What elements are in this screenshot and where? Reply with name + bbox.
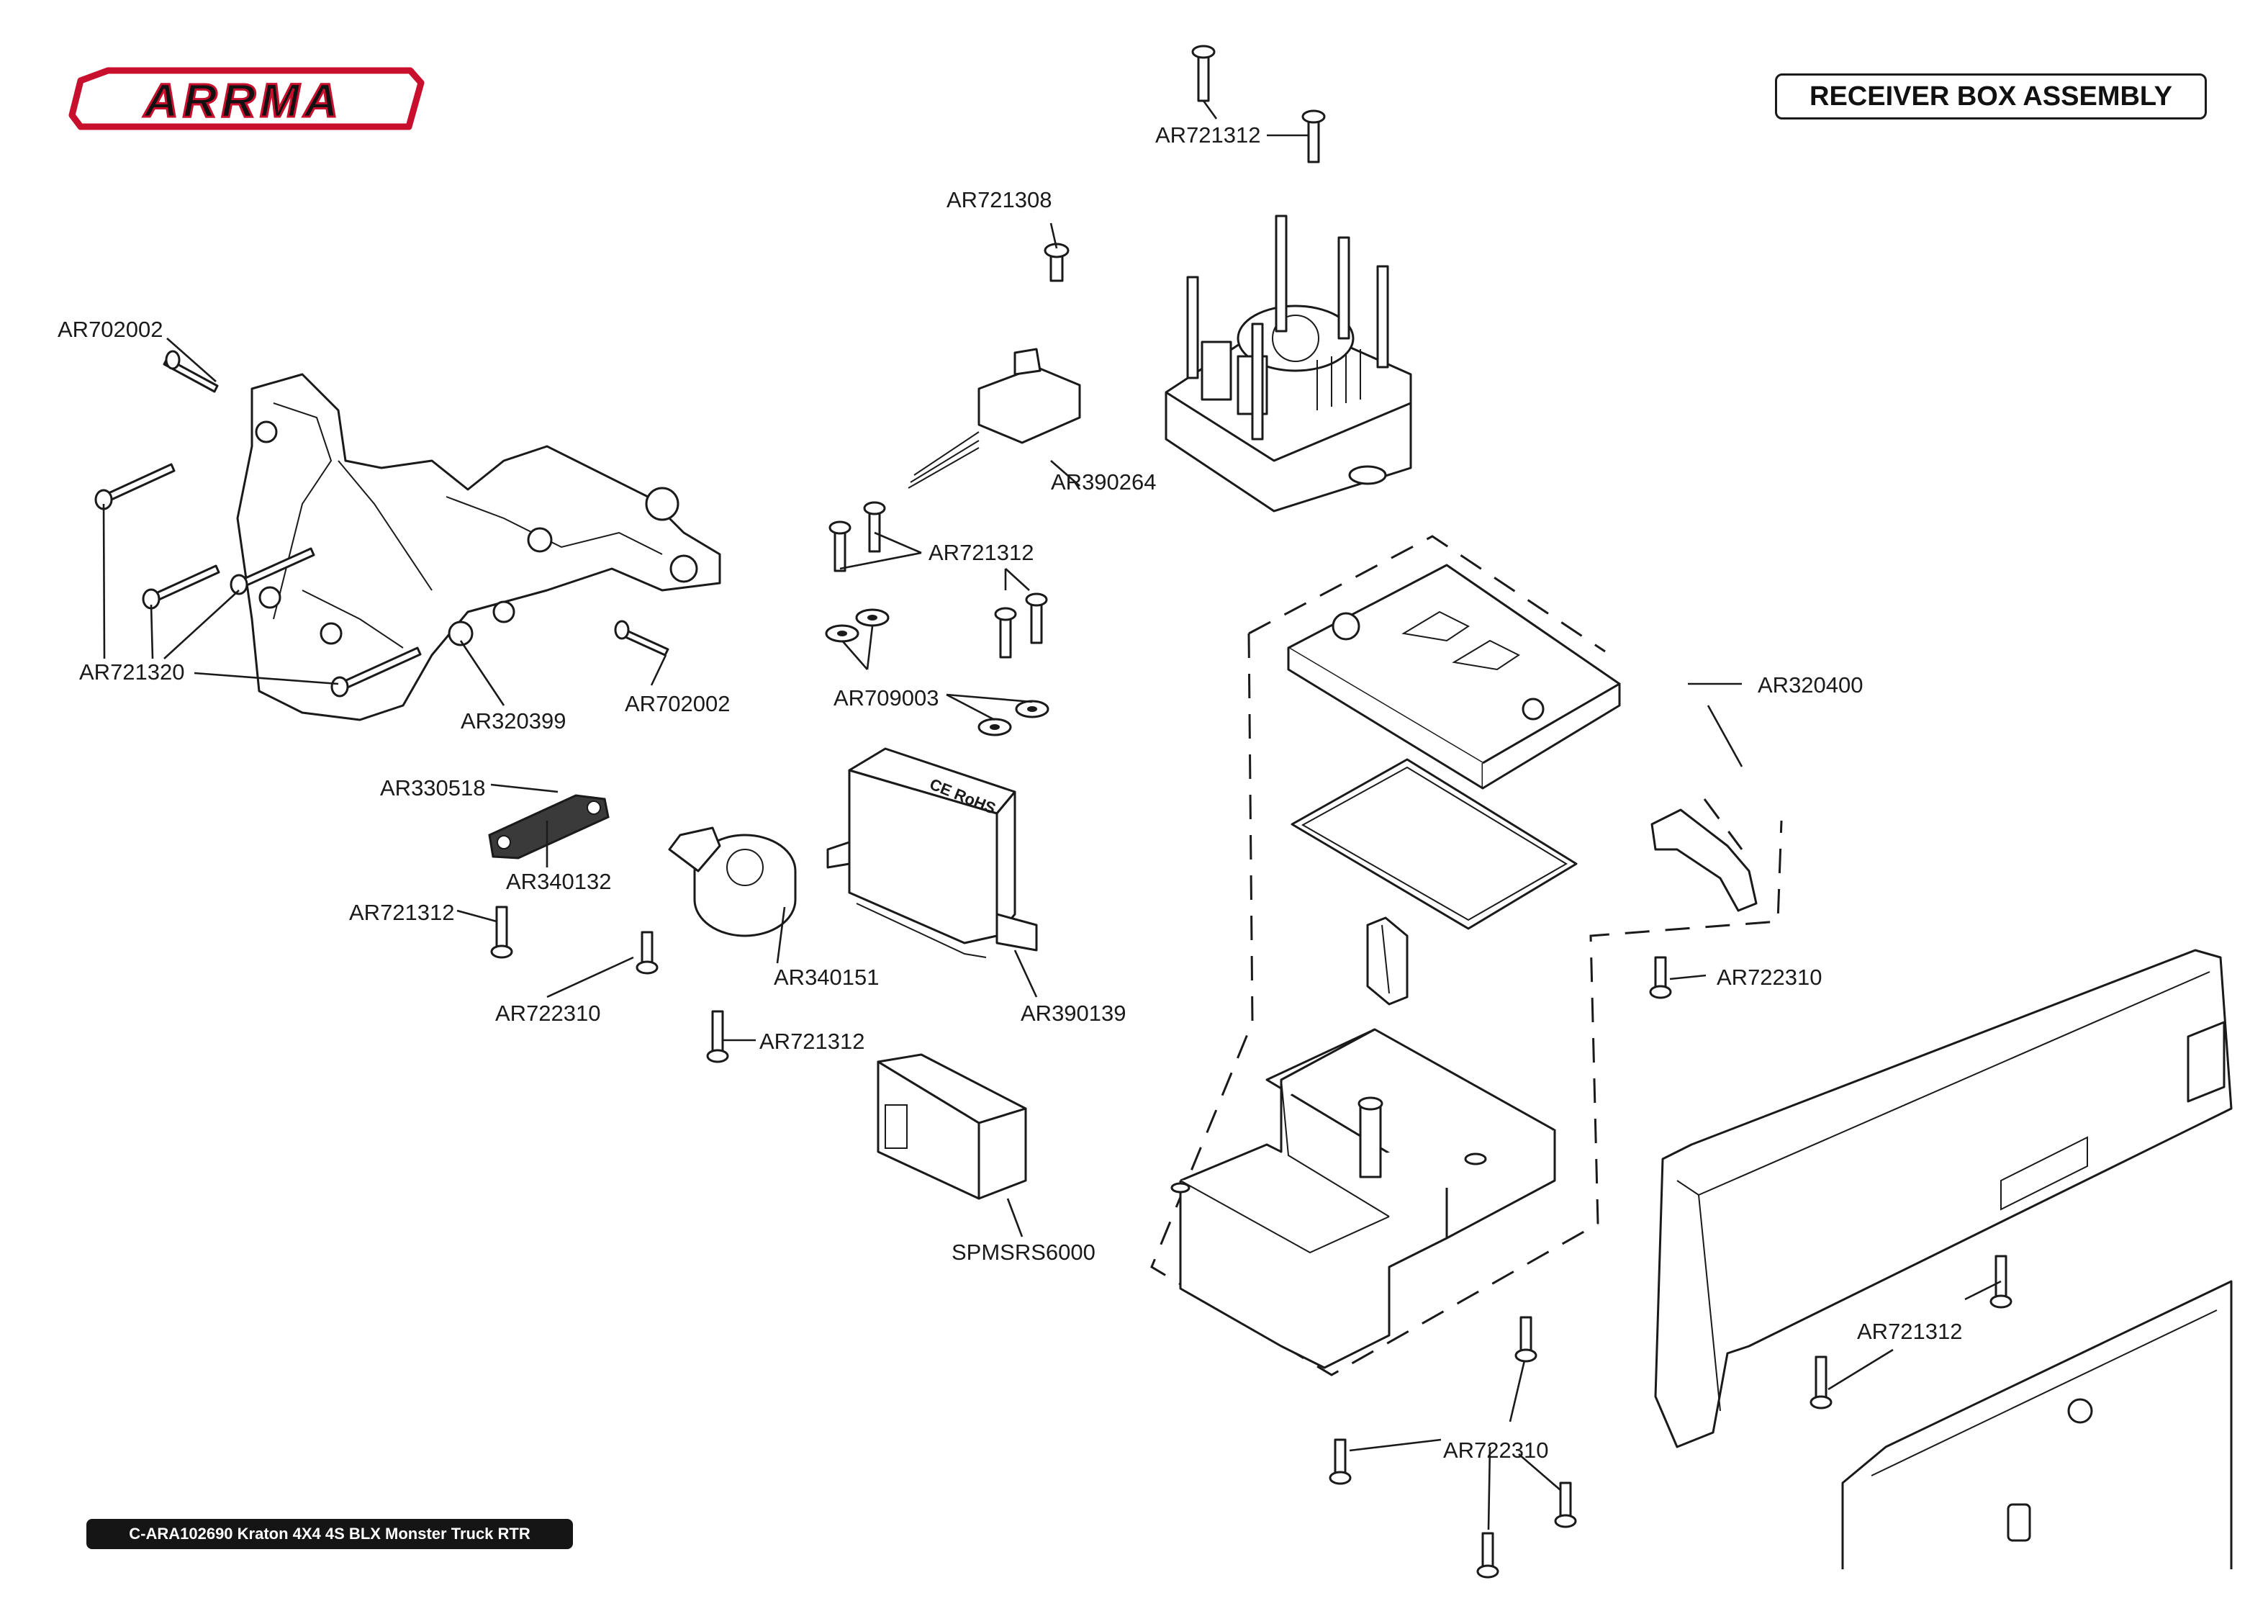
- screws-ar721312-chassis: [1810, 1255, 2012, 1409]
- servo-horn-arm: [488, 794, 610, 860]
- receiver-box-latch: [1650, 808, 1758, 912]
- chassis-plate-part: [1654, 949, 2233, 1569]
- part-label: AR721320: [79, 659, 185, 685]
- page-title: RECEIVER BOX ASSEMBLY: [1775, 73, 2207, 119]
- arrma-logo: ARRMA: [68, 67, 425, 130]
- antenna-clip-part: [1366, 916, 1409, 1006]
- part-label: AR390139: [1021, 1001, 1126, 1026]
- part-label: AR702002: [58, 317, 163, 342]
- screw-ar721312-mid: [706, 1010, 729, 1063]
- part-label: AR722310: [1443, 1438, 1549, 1463]
- screw-ar721320-4: [330, 646, 422, 698]
- screw-ar721312-left: [490, 906, 513, 959]
- receiver-box-lid: [1287, 564, 1621, 790]
- part-label: AR709003: [833, 685, 939, 710]
- part-label: AR721312: [1857, 1319, 1963, 1344]
- part-label: AR390264: [1051, 469, 1157, 495]
- screw-ar702002-right: [614, 620, 669, 657]
- part-label: AR722310: [1717, 965, 1822, 990]
- assembly-boundary: [1150, 535, 1783, 1376]
- part-label: AR340132: [506, 869, 612, 894]
- receiver-box-gasket: [1291, 758, 1578, 930]
- servo-part: CE RoHS: [826, 747, 1038, 958]
- part-label: AR320400: [1758, 672, 1863, 698]
- screws-ar721312-cluster: [828, 501, 1048, 659]
- part-label: AR721312: [929, 540, 1034, 565]
- screw-ar721320-1: [94, 463, 176, 510]
- receiver-box-body: [1170, 1028, 1556, 1369]
- part-label: AR702002: [625, 691, 731, 716]
- footer-caption: C-ARA102690 Kraton 4X4 4S BLX Monster Tr…: [86, 1519, 573, 1549]
- part-label: AR721312: [759, 1029, 865, 1054]
- screw-ar722310-right: [1649, 956, 1672, 999]
- part-label: AR722310: [495, 1001, 601, 1026]
- servo-mount-part: [236, 373, 721, 721]
- leader-lines: [102, 100, 2002, 1530]
- part-label: AR320399: [461, 708, 566, 734]
- part-label: AR721312: [349, 900, 455, 925]
- receiver-part: [877, 1053, 1027, 1200]
- logo-wordmark: ARRMA: [143, 73, 343, 127]
- part-label: AR721312: [1155, 122, 1261, 148]
- servo-saver-part: [668, 826, 797, 937]
- part-label: AR330518: [380, 775, 486, 800]
- part-labels: AR721312 AR721308 AR702002 AR390264 AR72…: [58, 122, 1963, 1463]
- screw-ar721320-2: [142, 564, 220, 610]
- screw-ar721308: [1044, 243, 1070, 282]
- part-label: AR340151: [774, 965, 880, 990]
- screws-ar722310-bottom: [1329, 1316, 1577, 1579]
- washers-ar709003: [825, 608, 1049, 736]
- screw-ar702002-top: [163, 350, 219, 393]
- screws-ar721312-top: [1191, 45, 1326, 163]
- power-switch-part: [908, 348, 1081, 489]
- screw-ar721320-3: [230, 547, 315, 595]
- part-label: AR721308: [946, 187, 1052, 212]
- screw-ar722310-left: [636, 931, 659, 975]
- esc-part: [1165, 215, 1412, 513]
- part-label: SPMSRS6000: [952, 1240, 1095, 1265]
